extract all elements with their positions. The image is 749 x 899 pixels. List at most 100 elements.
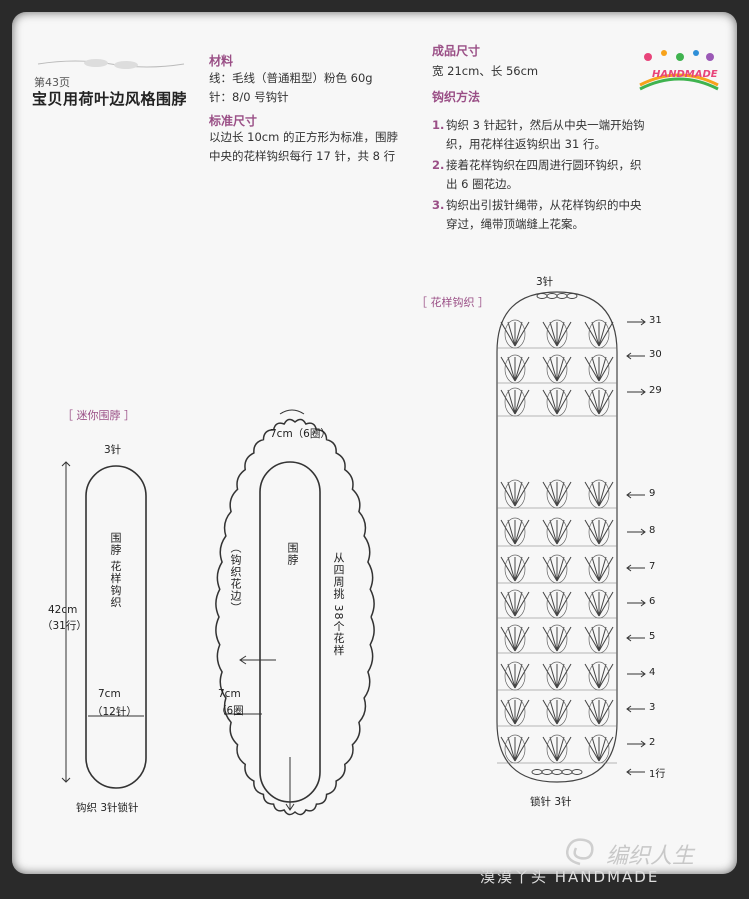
mini-center-label: 围脖 花样钩织: [109, 532, 122, 609]
chart-stitch: [598, 389, 607, 415]
chart-row-arrow: [626, 352, 632, 360]
ruffle-scarf-diagram: [215, 409, 375, 816]
chart-chain: [571, 769, 583, 775]
chart-stitch: [598, 626, 607, 652]
chart-stitch: [584, 736, 600, 762]
chart-stitch: [584, 556, 600, 582]
chart-stitch: [500, 321, 516, 347]
chart-stitch: [556, 736, 565, 762]
chart-row-number: 31: [649, 315, 662, 326]
materials-yarn: 线：毛线（普通粗型）粉色 60g: [209, 71, 373, 85]
chart-stitch: [514, 356, 530, 382]
ruffle-left-label: （钩织花边）: [229, 542, 242, 614]
chart-stitch: [556, 481, 565, 507]
chart-stitch: [591, 321, 600, 347]
size-heading: 成品尺寸: [432, 44, 481, 58]
chart-stitch: [507, 356, 516, 382]
chart-row-arrow: [626, 491, 632, 499]
chart-row-number: 8: [649, 525, 656, 536]
chart-stitch: [514, 736, 530, 762]
gauge-heading: 标准尺寸: [209, 114, 258, 128]
chart-stitch: [556, 389, 572, 415]
chart-stitch: [542, 321, 558, 347]
chart-stitch: [500, 591, 516, 617]
chart-stitch: [584, 519, 600, 545]
chart-stitch: [500, 626, 516, 652]
chart-row-number: 2: [649, 737, 656, 748]
chart-stitch: [514, 519, 523, 545]
chart-stitch: [556, 699, 572, 725]
chart-stitch: [584, 356, 600, 382]
method-step: 3.钩织出引拔针绳带，从花样钩织的中央穿过，绳带顶端缝上花案。: [432, 198, 642, 231]
chart-stitch: [500, 699, 516, 725]
chart-stitch: [556, 519, 572, 545]
chart-stitch: [556, 626, 565, 652]
chart-stitch: [556, 356, 565, 382]
watermark-text: 编织人生: [606, 844, 695, 869]
chart-stitch: [591, 519, 600, 545]
chart-stitch: [542, 663, 558, 689]
chart-row-arrow: [640, 670, 646, 678]
chart-row-number: 1行: [649, 769, 666, 780]
method-step: 2.接着花样钩织在四周进行圆环钩织，织出 6 圈花边。: [432, 158, 642, 191]
chart-row-number: 3: [649, 702, 656, 713]
chart-chain: [541, 769, 553, 775]
chart-stitch: [542, 736, 558, 762]
chart-stitch: [549, 736, 558, 762]
chart-stitch: [591, 626, 600, 652]
chart-stitch: [584, 699, 600, 725]
chart-stitch: [598, 699, 607, 725]
ruffle-center-label: 围脖: [286, 542, 299, 566]
page-frame: 第43页 宝贝用荷叶边风格围脖 材料 线：毛线（普通粗型）粉色 60g 针：8/…: [12, 12, 737, 874]
chart-stitch: [598, 736, 607, 762]
chart-stitch: [514, 663, 530, 689]
chart-stitch: [598, 591, 607, 617]
chart-stitch: [591, 699, 600, 725]
chart-stitch: [556, 321, 572, 347]
chart-stitch: [507, 389, 516, 415]
chart-row-number: 7: [649, 561, 656, 572]
chart-label: ［ 花样钩织 ］: [416, 296, 489, 309]
chart-top-label: 3针: [536, 276, 554, 288]
method-steps: 1.钩织 3 针起针，然后从中央一端开始钩织，用花样往返钩织出 31 行。 2.…: [432, 116, 652, 236]
chart-stitch: [514, 556, 523, 582]
chart-stitch: [598, 699, 614, 725]
chart-stitch: [584, 481, 600, 507]
chart-stitch: [591, 591, 600, 617]
chart-stitch: [598, 556, 607, 582]
chart-stitch: [598, 663, 614, 689]
chart-stitch: [500, 389, 516, 415]
chart-row-arrow: [640, 599, 646, 607]
chart-stitch: [514, 321, 530, 347]
chart-stitch: [507, 321, 516, 347]
chart-stitch: [514, 356, 523, 382]
chart-stitch: [500, 519, 516, 545]
chart-stitch: [598, 481, 614, 507]
chart-stitch: [500, 481, 516, 507]
chart-stitch: [591, 356, 600, 382]
chart-stitch: [556, 591, 565, 617]
mini-scarf-label: ［ 迷你围脖 ］: [62, 409, 135, 422]
chart-stitch: [514, 699, 523, 725]
chart-row-arrow: [640, 528, 646, 536]
chart-stitch: [549, 389, 558, 415]
chart-stitch: [584, 663, 600, 689]
chart-stitch: [584, 626, 600, 652]
chart-stitch: [549, 663, 558, 689]
chart-row-number: 29: [649, 385, 662, 396]
chart-stitch: [556, 663, 572, 689]
chart-stitch: [549, 699, 558, 725]
chart-stitch: [591, 556, 600, 582]
chart-stitch: [591, 736, 600, 762]
chart-stitch: [542, 389, 558, 415]
chart-stitch: [556, 481, 572, 507]
ruffle-width-cm: 7cm: [218, 688, 241, 700]
chart-stitch: [507, 736, 516, 762]
chart-stitch: [556, 556, 565, 582]
mini-width-stitches: （12针）: [92, 706, 137, 718]
chart-stitch: [514, 389, 530, 415]
chart-stitch: [598, 663, 607, 689]
mini-bottom-chain: 钩织 3针锁针: [76, 802, 139, 814]
chart-stitch: [514, 481, 523, 507]
chart-stitch: [542, 556, 558, 582]
